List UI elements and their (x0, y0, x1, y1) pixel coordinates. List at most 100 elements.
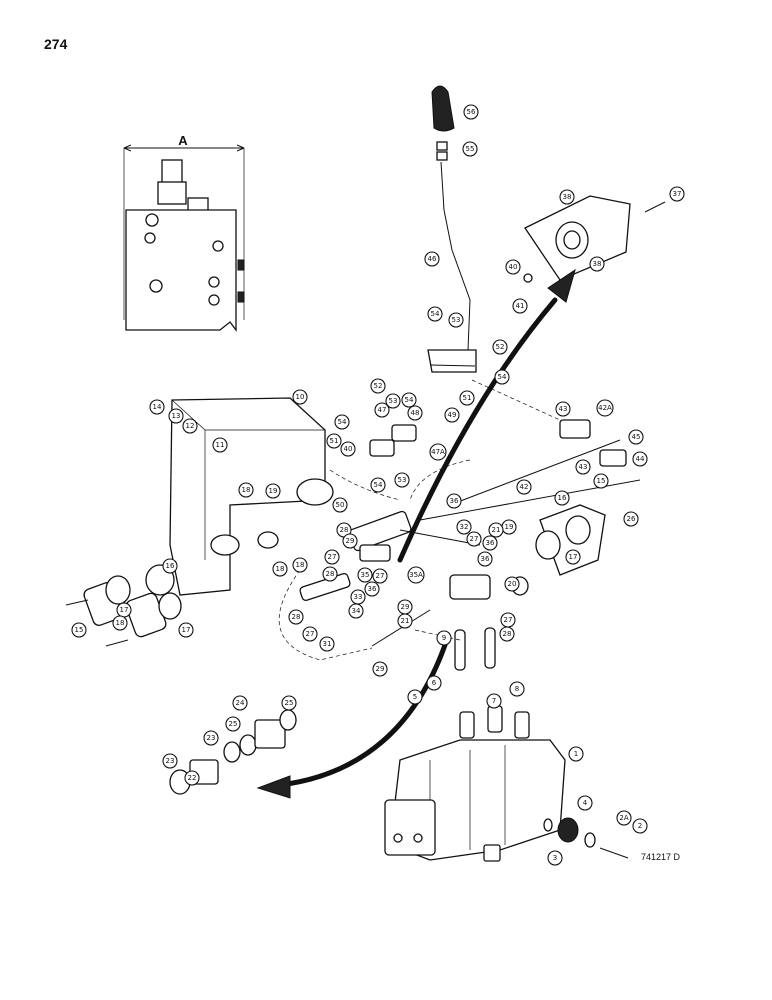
callout-1: 1 (568, 746, 584, 762)
callout-35: 35 (357, 567, 373, 583)
callout-label: 15 (75, 626, 84, 634)
callout-label: 23 (166, 757, 175, 765)
callout-label: 32 (460, 523, 469, 531)
callout-3: 3 (547, 850, 563, 866)
callout-17a: 17 (116, 602, 132, 618)
callout-label: 54 (431, 310, 440, 318)
callout-38b: 38 (589, 256, 605, 272)
callout-label: 50 (336, 501, 345, 509)
callout-5: 5 (407, 689, 423, 705)
callout-label: 56 (467, 108, 476, 116)
callout-label: 36 (481, 555, 490, 563)
callout-label: 3 (553, 854, 557, 862)
callout-label: 18 (116, 619, 125, 627)
callout-label: 12 (186, 422, 195, 430)
callout-label: 37 (673, 190, 682, 198)
callout-27c: 27 (372, 568, 388, 584)
callout-label: 5 (413, 693, 417, 701)
callout-label: 28 (326, 570, 335, 578)
callout-label: 23 (207, 734, 216, 742)
callout-label: 16 (166, 562, 175, 570)
callout-label: 27 (470, 535, 479, 543)
callout-label: 53 (398, 476, 407, 484)
callout-21a: 21 (488, 522, 504, 538)
callout-4: 4 (577, 795, 593, 811)
callout-53a: 53 (385, 393, 401, 409)
callout-31: 31 (319, 636, 335, 652)
upper-flange (523, 195, 666, 283)
callout-16a: 16 (162, 558, 178, 574)
callout-label: 19 (505, 523, 514, 531)
callout-label: 27 (376, 572, 385, 580)
callout-23a: 23 (162, 753, 178, 769)
linkage-components (299, 424, 496, 671)
callout-label: 18 (276, 565, 285, 573)
callout-22: 22 (184, 770, 200, 786)
callout-53c: 53 (394, 472, 410, 488)
callout-15a: 15 (71, 622, 87, 638)
callout-36d: 36 (477, 551, 493, 567)
callout-label: 53 (452, 316, 461, 324)
callout-28d: 28 (499, 626, 515, 642)
shafts-and-right-flanges (419, 419, 641, 596)
callout-36a: 36 (446, 493, 462, 509)
callout-label: 28 (340, 526, 349, 534)
callout-label: 21 (492, 526, 501, 534)
callout-27a: 27 (466, 531, 482, 547)
callout-44: 44 (632, 451, 648, 467)
callout-label: 20 (508, 580, 517, 588)
callout-2a: 2A (616, 810, 632, 826)
callout-label: 34 (352, 607, 361, 615)
callout-17b: 17 (178, 622, 194, 638)
callout-label: 17 (569, 553, 578, 561)
callout-29a: 29 (342, 533, 358, 549)
callout-label: 33 (354, 593, 363, 601)
callout-label: 24 (236, 699, 245, 707)
callout-40a: 40 (505, 259, 521, 275)
callout-51a: 51 (459, 390, 475, 406)
callout-43b: 43 (575, 459, 591, 475)
callout-56: 56 (463, 104, 479, 120)
callout-label: 10 (296, 393, 305, 401)
callout-19a: 19 (265, 483, 281, 499)
callout-55: 55 (462, 141, 478, 157)
callout-label: 15 (597, 477, 606, 485)
callout-52a: 52 (370, 378, 386, 394)
callout-label: 44 (636, 455, 645, 463)
lower-link-parts (169, 709, 297, 795)
callout-54c: 54 (494, 369, 510, 385)
callout-label: 51 (330, 437, 339, 445)
callout-label: 11 (216, 441, 225, 449)
callout-label: 2 (638, 822, 642, 830)
callout-label: 38 (563, 193, 572, 201)
callout-32: 32 (456, 519, 472, 535)
callout-label: 51 (463, 394, 472, 402)
callout-36b: 36 (482, 535, 498, 551)
callout-label: 22 (188, 774, 197, 782)
callout-16b: 16 (554, 490, 570, 506)
callout-6: 6 (426, 675, 442, 691)
callout-label: 21 (401, 617, 410, 625)
callout-20: 20 (504, 576, 520, 592)
callout-label: 54 (498, 373, 507, 381)
callout-label: 38 (593, 260, 602, 268)
inset-valve-view: A (123, 133, 245, 332)
callout-29b: 29 (397, 599, 413, 615)
control-valve-body (384, 705, 629, 862)
callout-50: 50 (332, 497, 348, 513)
callout-label: 14 (153, 403, 162, 411)
callout-label: 54 (374, 481, 383, 489)
callout-53b: 53 (448, 312, 464, 328)
callout-label: 54 (405, 396, 414, 404)
callout-label: 17 (182, 626, 191, 634)
callout-27b: 27 (324, 549, 340, 565)
callout-label: 29 (376, 665, 385, 673)
callout-label: 40 (509, 263, 518, 271)
callout-54d: 54 (334, 414, 350, 430)
callout-36c: 36 (364, 581, 380, 597)
callout-23b: 23 (203, 730, 219, 746)
callout-33: 33 (350, 589, 366, 605)
callout-label: 46 (428, 255, 437, 263)
callout-label: 17 (120, 606, 129, 614)
callout-label: 31 (323, 640, 332, 648)
